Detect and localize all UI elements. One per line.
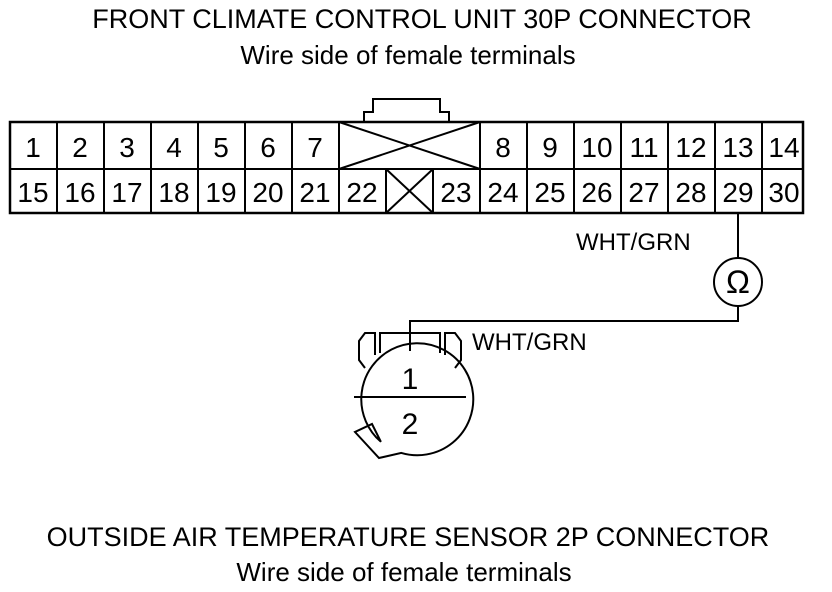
- wire-label-lower: WHT/GRN: [472, 329, 587, 356]
- pin-14: 14: [768, 132, 799, 163]
- pin-23: 23: [440, 177, 471, 208]
- sensor-connector-title: OUTSIDE AIR TEMPERATURE SENSOR 2P CONNEC…: [46, 522, 770, 552]
- pin-5: 5: [213, 132, 229, 163]
- pin-19: 19: [205, 177, 236, 208]
- pin-6: 6: [260, 132, 276, 163]
- blank-cavity-row1: [338, 121, 481, 170]
- pin-1: 1: [25, 132, 41, 163]
- pin-21: 21: [299, 177, 330, 208]
- pin-7: 7: [307, 132, 323, 163]
- pin-8: 8: [495, 132, 511, 163]
- pin-26: 26: [581, 177, 612, 208]
- unit-connector-subtitle: Wire side of female terminals: [240, 40, 576, 70]
- pin-24: 24: [487, 177, 518, 208]
- pin-29: 29: [722, 177, 753, 208]
- sensor-right-clip: [444, 332, 462, 369]
- ohm-symbol: Ω: [726, 264, 750, 300]
- sensor-pin-2: 2: [402, 408, 419, 441]
- pin-3: 3: [119, 132, 135, 163]
- row2-pin-numbers: 15 16 17 18 19 20 21 22 23 24 25 26 27 2…: [17, 177, 799, 208]
- pin-27: 27: [628, 177, 659, 208]
- pin-16: 16: [64, 177, 95, 208]
- pin-4: 4: [166, 132, 182, 163]
- 30p-connector-body: [8, 120, 805, 215]
- pin-12: 12: [675, 132, 706, 163]
- 2p-sensor-connector: [353, 332, 475, 460]
- pin-20: 20: [252, 177, 283, 208]
- sensor-latch: [379, 332, 441, 353]
- pin-9: 9: [542, 132, 558, 163]
- row2-dividers: [56, 169, 763, 213]
- pin-11: 11: [629, 132, 658, 163]
- row1-pin-numbers: 1 2 3 4 5 6 7 8 9 10 11 12 13 14: [25, 132, 799, 163]
- pin-18: 18: [158, 177, 189, 208]
- pin-2: 2: [72, 132, 88, 163]
- pin-25: 25: [534, 177, 565, 208]
- pin-17: 17: [111, 177, 142, 208]
- row1-dividers: [56, 122, 763, 169]
- sensor-pin-1: 1: [402, 363, 419, 396]
- connector-lock-tab: [363, 98, 450, 122]
- pin-10: 10: [581, 132, 612, 163]
- pin-28: 28: [675, 177, 706, 208]
- pin-13: 13: [722, 132, 753, 163]
- wire-meter-to-sensor: [409, 306, 739, 351]
- wire-label-upper: WHT/GRN: [576, 229, 691, 256]
- sensor-left-clip: [358, 332, 376, 369]
- pin-22: 22: [346, 177, 377, 208]
- pin-30: 30: [768, 177, 799, 208]
- blank-cavity-row2: [385, 168, 434, 214]
- sensor-connector-subtitle: Wire side of female terminals: [236, 557, 572, 587]
- unit-connector-title: FRONT CLIMATE CONTROL UNIT 30P CONNECTOR: [92, 4, 752, 34]
- sensor-body: [353, 342, 475, 460]
- pin-15: 15: [17, 177, 48, 208]
